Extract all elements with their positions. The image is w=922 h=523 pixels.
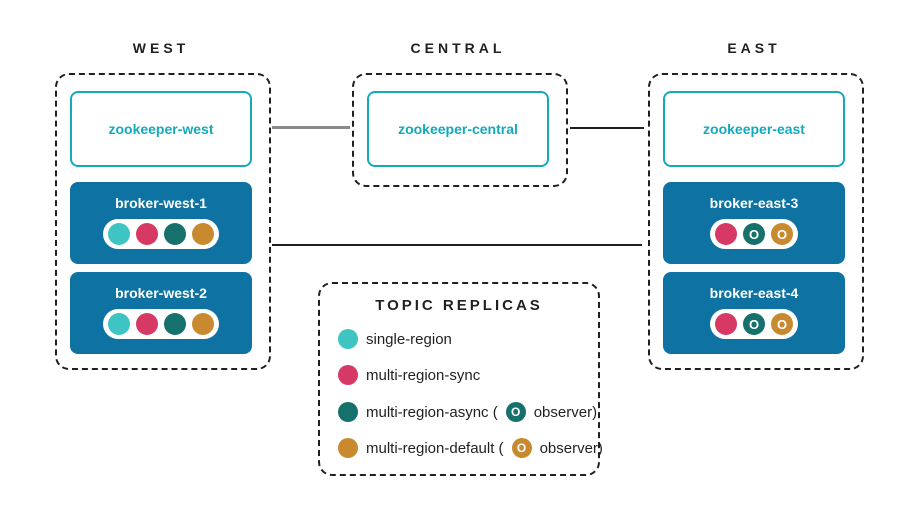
broker-west-1-label: broker-west-1 <box>115 195 207 211</box>
observer-dot: O <box>505 402 526 422</box>
broker-west-2-label: broker-west-2 <box>115 285 207 301</box>
legend-item-multi-region-default: multi-region-default ( O observer) <box>338 438 603 458</box>
zookeeper-west-label: zookeeper-west <box>108 121 214 137</box>
legend-item-single-region: single-region <box>338 329 452 349</box>
replica-dot <box>136 223 158 245</box>
multi-region-async-dot <box>338 402 358 422</box>
legend-item-suffix: observer) <box>533 403 598 421</box>
legend-item-label: multi-region-sync <box>366 366 481 384</box>
zookeeper-central-label: zookeeper-central <box>398 121 518 137</box>
legend-topic-replicas: TOPIC REPLICAS single-region multi-regio… <box>318 282 603 476</box>
broker-east-4-label: broker-east-4 <box>709 285 799 301</box>
observer-replica-dot: O <box>743 313 765 335</box>
legend-title: TOPIC REPLICAS <box>375 297 543 314</box>
observer-replica-dot: O <box>743 223 765 245</box>
single-region-dot <box>338 329 358 349</box>
broker-west-1-node: broker-west-1 <box>70 182 252 264</box>
replica-dot <box>715 313 737 335</box>
legend-item-label: multi-region-async ( <box>366 403 498 421</box>
zookeeper-east-node: zookeeper-east <box>663 91 845 167</box>
observer-replica-dot: O <box>771 313 793 335</box>
replica-dot <box>715 223 737 245</box>
legend-item-label: single-region <box>366 330 452 348</box>
multi-region-default-dot <box>338 438 358 458</box>
legend-item-multi-region-sync: multi-region-sync <box>338 365 480 385</box>
region-central: zookeeper-central <box>352 73 568 187</box>
replica-pill <box>103 219 219 249</box>
zookeeper-central-node: zookeeper-central <box>367 91 549 167</box>
zookeeper-east-label: zookeeper-east <box>703 121 805 137</box>
multi-region-sync-dot <box>338 365 358 385</box>
legend-item-multi-region-async: multi-region-async ( O observer) <box>338 402 597 422</box>
region-label-west: WEST <box>132 40 190 56</box>
region-label-central: CENTRAL <box>410 40 506 56</box>
replica-dot <box>164 223 186 245</box>
replica-dot <box>108 313 130 335</box>
region-west: zookeeper-west broker-west-1 broker-west… <box>55 73 271 370</box>
zookeeper-west-node: zookeeper-west <box>70 91 252 167</box>
region-label-east: EAST <box>727 40 781 56</box>
legend-item-label: multi-region-default ( <box>366 439 504 457</box>
broker-east-3-label: broker-east-3 <box>709 195 799 211</box>
observer-dot: O <box>511 438 532 458</box>
legend-item-suffix: observer) <box>539 439 603 457</box>
connector-line-west-east-brokers <box>272 244 642 246</box>
replica-pill <box>103 309 219 339</box>
replica-dot <box>136 313 158 335</box>
connector-line-west-central <box>272 126 350 129</box>
connector-line-central-east <box>570 127 644 129</box>
broker-west-2-node: broker-west-2 <box>70 272 252 354</box>
replica-dot <box>192 223 214 245</box>
replica-dot <box>108 223 130 245</box>
replica-dot <box>164 313 186 335</box>
replica-dot <box>192 313 214 335</box>
observer-replica-dot: O <box>771 223 793 245</box>
